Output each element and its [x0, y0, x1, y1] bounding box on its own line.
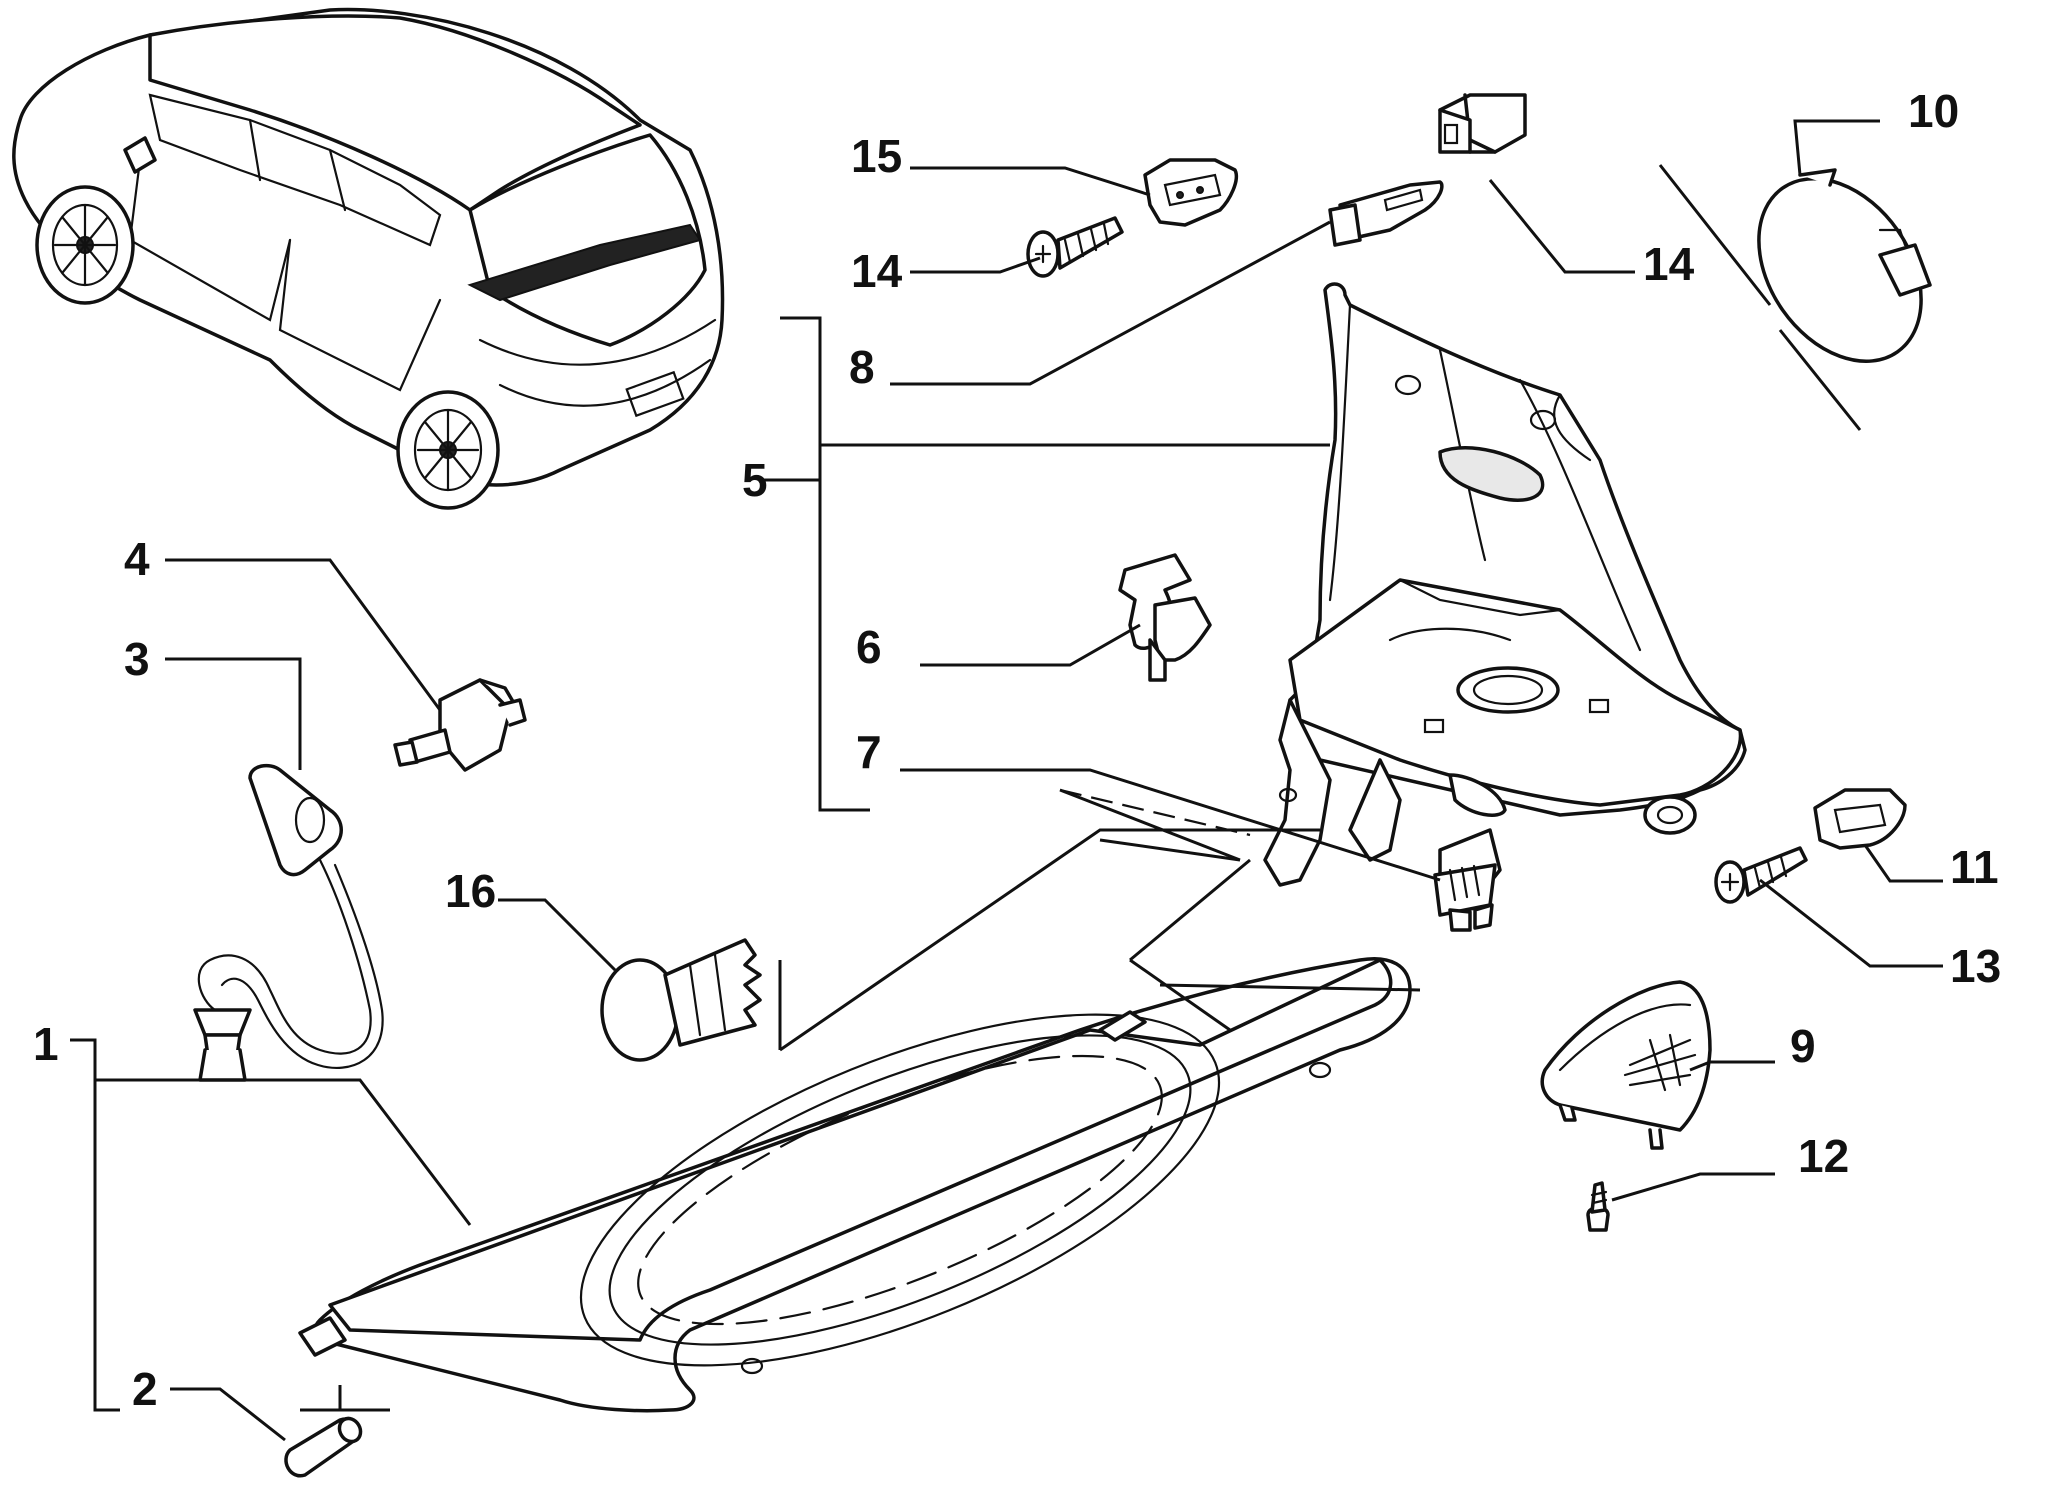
callout-6: 6	[856, 621, 882, 673]
car-illustration	[12, 7, 725, 510]
callout-16: 16	[445, 865, 496, 917]
switch-part-4	[393, 678, 527, 772]
push-fastener-part-16	[600, 938, 762, 1062]
callout-15: 15	[851, 130, 902, 182]
lamp-housing-part-15	[1143, 158, 1238, 227]
callout-4: 4	[124, 533, 150, 585]
callout-2: 2	[132, 1363, 158, 1415]
screw-part-12	[1586, 1181, 1610, 1232]
lamp-housing-part-11	[1813, 788, 1907, 850]
callout-7: 7	[856, 726, 882, 778]
leader-lines	[70, 119, 1943, 1442]
callout-3: 3	[124, 633, 150, 685]
callout-1: 1	[33, 1018, 59, 1070]
screw-part-14-lower	[1026, 216, 1124, 278]
connector-part-7	[1433, 828, 1502, 932]
pin-part-2	[284, 1416, 363, 1478]
cover-cap-part-10	[1757, 168, 1932, 363]
callout-12: 12	[1798, 1130, 1849, 1182]
callout-14-upper: 14	[1643, 238, 1695, 290]
connector-part-8	[1328, 180, 1444, 247]
callout-13: 13	[1950, 940, 2001, 992]
grommet-part-14-upper	[1438, 93, 1527, 154]
callout-8: 8	[849, 341, 875, 393]
callout-5: 5	[742, 454, 768, 506]
lamp-lens-part-9	[1540, 980, 1712, 1150]
callout-9: 9	[1790, 1020, 1816, 1072]
parcel-shelf	[298, 957, 1412, 1413]
side-trim-panel-part-5	[1263, 282, 1747, 887]
callout-10: 10	[1908, 85, 1959, 137]
callout-11: 11	[1950, 841, 1999, 893]
cable-harness-part-3	[193, 763, 384, 1082]
assembly-guide-lines	[778, 164, 1862, 1052]
screw-part-13	[1714, 846, 1808, 904]
callout-labels: 1 2 3 4 5 6 7 8 9 10 11 12 13 14 14 15 1…	[33, 85, 2001, 1415]
clip-part-6	[1118, 553, 1212, 682]
callout-14-lower: 14	[851, 245, 903, 297]
